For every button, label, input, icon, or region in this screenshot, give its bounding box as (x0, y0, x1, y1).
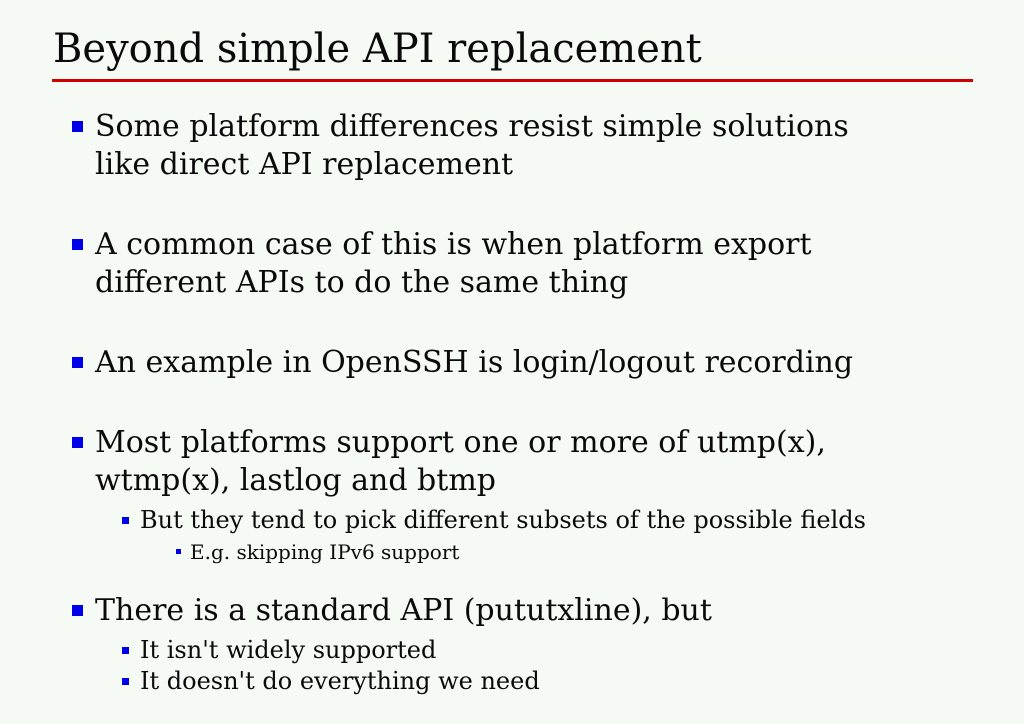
title-underline-rule (52, 79, 973, 82)
bullet-line: E.g. skipping IPv6 support (190, 540, 460, 564)
bullet-text: A common case of this is when platform e… (95, 226, 812, 302)
bullet-square-icon (72, 605, 83, 616)
bullet-square-icon (122, 678, 129, 685)
slide-body: Some platform differences resist simple … (72, 108, 984, 697)
bullet-line: Some platform differences resist simple … (95, 109, 849, 144)
bullet-square-icon (176, 549, 181, 554)
sub-bullet-text: But they tend to pick different subsets … (140, 505, 866, 566)
bullet-line: It isn't widely supported (140, 636, 437, 664)
bullet-line: different APIs to do the same thing (95, 265, 629, 300)
bullet-line: But they tend to pick different subsets … (140, 506, 866, 534)
sub-bullet-list: It isn't widely supported It doesn't do … (122, 635, 712, 697)
bullet-line: like direct API replacement (95, 147, 514, 182)
bullet-text: There is a standard API (pututxline), bu… (95, 592, 712, 697)
sub-bullet-item: It isn't widely supported (122, 635, 712, 666)
sub-bullet-list: But they tend to pick different subsets … (122, 505, 866, 566)
bullet-line: Most platforms support one or more of ut… (95, 425, 826, 460)
bullet-line: wtmp(x), lastlog and btmp (95, 463, 496, 498)
bullet-square-icon (122, 647, 129, 654)
bullet-line: A common case of this is when platform e… (95, 227, 812, 262)
bullet-text: Most platforms support one or more of ut… (95, 424, 866, 566)
sub-sub-bullet-item: E.g. skipping IPv6 support (176, 538, 866, 566)
sub-sub-bullet-list: E.g. skipping IPv6 support (176, 538, 866, 566)
sub-bullet-item: It doesn't do everything we need (122, 666, 712, 697)
bullet-text: Some platform differences resist simple … (95, 108, 849, 184)
bullet-item: A common case of this is when platform e… (72, 226, 984, 302)
slide-title: Beyond simple API replacement (53, 26, 702, 72)
bullet-square-icon (72, 357, 83, 368)
bullet-square-icon (122, 517, 129, 524)
bullet-square-icon (72, 239, 83, 250)
bullet-line: It doesn't do everything we need (140, 667, 540, 695)
bullet-item: There is a standard API (pututxline), bu… (72, 592, 984, 697)
bullet-item: Some platform differences resist simple … (72, 108, 984, 184)
bullet-item: Most platforms support one or more of ut… (72, 424, 984, 566)
bullet-line: There is a standard API (pututxline), bu… (95, 593, 712, 628)
bullet-text: An example in OpenSSH is login/logout re… (95, 344, 853, 382)
bullet-square-icon (72, 437, 83, 448)
bullet-line: An example in OpenSSH is login/logout re… (95, 345, 854, 380)
bullet-square-icon (72, 121, 83, 132)
sub-bullet-item: But they tend to pick different subsets … (122, 505, 866, 566)
bullet-item: An example in OpenSSH is login/logout re… (72, 344, 984, 382)
